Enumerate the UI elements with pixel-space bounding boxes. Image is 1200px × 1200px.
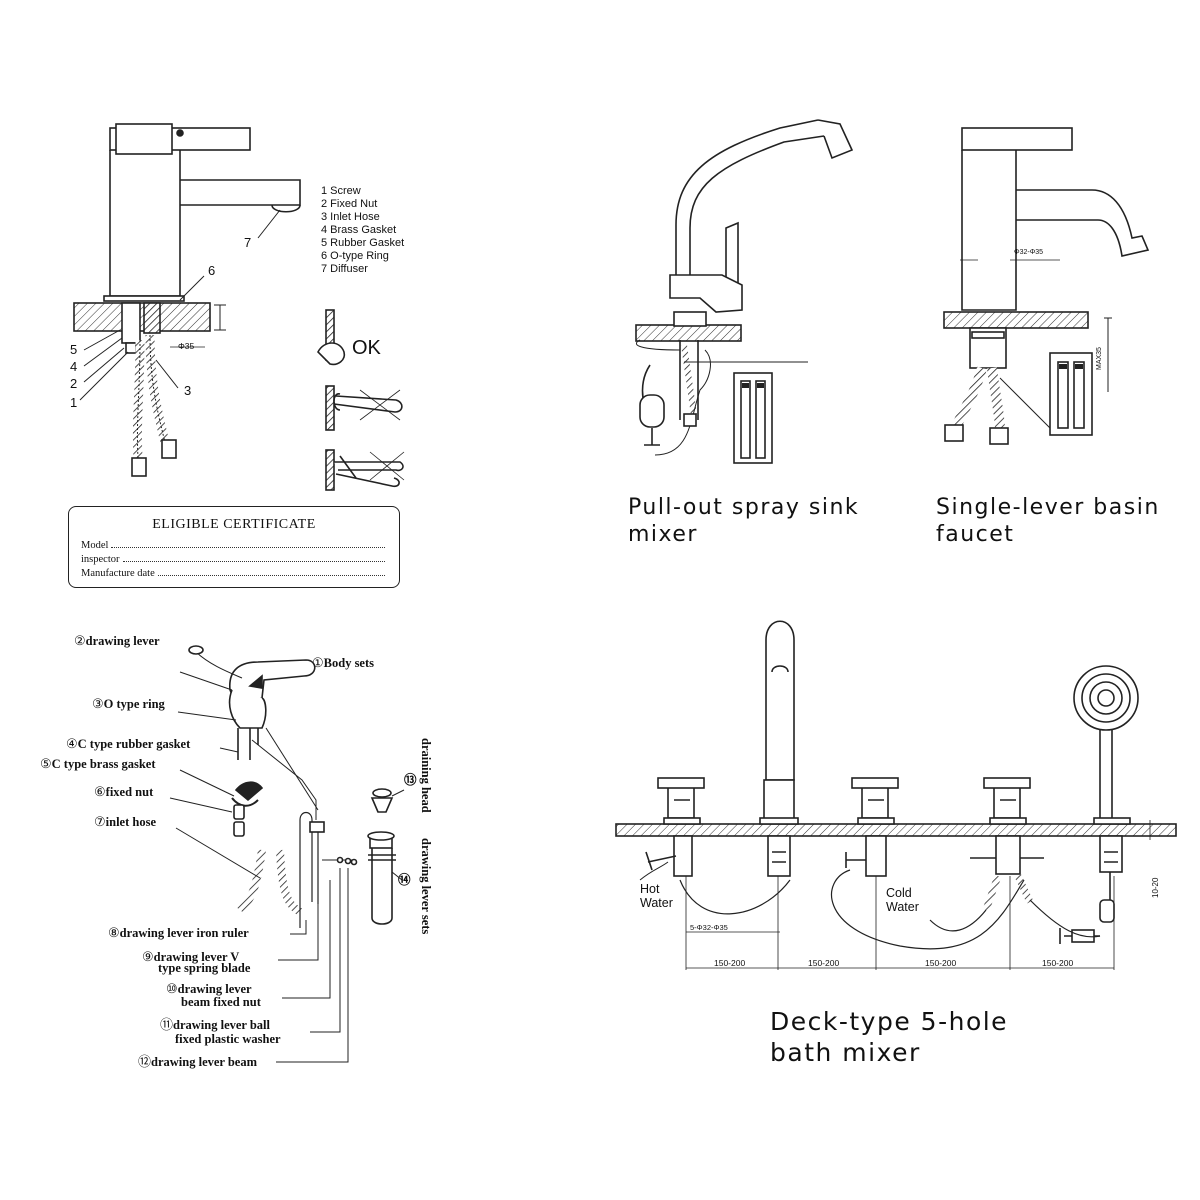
drawing-lever-sets-label: drawing lever sets [419,838,433,935]
parts-list-item: 6 O-type Ring [321,250,389,262]
label-drawing-lever-iron-ruler: ⑧drawing lever iron ruler [108,925,249,940]
label-inlet-hose: ⑦inlet hose [94,814,157,829]
parts-list-item: 7 Diffuser [321,263,368,275]
label-beam-fixed-nut-line2: beam fixed nut [181,995,261,1009]
label-v-type-spring-blade: ⑨drawing lever V [142,949,240,964]
certificate-inspector-label: inspector [81,554,120,565]
certificate-model-label: Model [81,540,109,551]
label-fixed-nut: ⑥fixed nut [94,784,154,799]
parts-list-item: 3 Inlet Hose [321,211,380,223]
pull-out-mixer-caption: Pull-out spray sink mixer [628,495,860,547]
parts-list-item: 5 Rubber Gasket [321,237,405,249]
spacing-dim: 150-200 [925,958,957,968]
label-ball-fixed-washer: ⑪drawing lever ball [160,1017,271,1032]
label-ball-fixed-washer-line2: fixed plastic washer [175,1032,281,1046]
dotted-line [157,568,385,576]
parts-list-item: 1 Screw [321,185,361,197]
bath-mixer-caption: Deck-type 5-hole bath mixer [770,1007,1009,1067]
diameter-label: Φ35 [178,341,195,351]
eligible-certificate: ELIGIBLE CERTIFICATE Model inspector Man… [68,506,400,588]
mark-14: ⑭ [398,873,411,887]
dotted-line [122,554,385,562]
label-drawing-lever-beam: ⑫drawing lever beam [138,1054,258,1069]
callout-5: 5 [70,342,78,357]
parts-list-item: 2 Fixed Nut [321,198,378,210]
spacing-dim: 150-200 [808,958,840,968]
bath-diameter-dim: 5-Φ32-Φ35 [690,923,728,932]
callout-6: 6 [208,263,216,278]
callout-1: 1 [70,395,78,410]
parts-list-item: 4 Brass Gasket [321,224,397,236]
callout-3: 3 [184,383,192,398]
mark-13: ⑬ [404,773,417,787]
label-c-type-brass-gasket: ⑤C type brass gasket [40,756,156,771]
certificate-inspector-row: inspector [81,554,385,565]
certificate-title: ELIGIBLE CERTIFICATE [152,517,316,532]
bath-mixer-drawing [615,620,1177,970]
certificate-date-row: Manufacture date [81,568,385,579]
cold-water-label: Cold Water [886,886,919,914]
hot-water-label: Hot Water [640,882,673,910]
tool-usage-illustrations [317,309,405,491]
callout-2: 2 [70,376,78,391]
label-body-sets: ①Body sets [312,655,375,670]
label-beam-fixed-nut: ⑩drawing lever [166,981,252,996]
label-v-type-spring-blade-line2: type spring blade [158,961,251,975]
exploded-view-drawing [169,645,405,1063]
label-o-type-ring: ③O type ring [92,696,165,711]
label-drawing-lever: ②drawing lever [74,633,160,648]
deck-thickness-dim: 10-20 [1151,877,1160,898]
basin-max-dim: MAX35 [1096,347,1103,370]
callout-7: 7 [244,235,252,250]
certificate-model-row: Model [81,540,385,551]
draining-head-label: draining head [419,738,433,813]
certificate-date-label: Manufacture date [81,568,155,579]
basin-diameter-dim: Φ32-Φ35 [1014,249,1044,256]
single-lever-faucet-drawing [73,123,301,477]
pull-out-mixer-drawing [635,119,854,464]
ok-label: OK [352,337,381,359]
dotted-line [111,540,385,548]
spacing-dim: 150-200 [1042,958,1074,968]
basin-faucet-drawing [943,127,1150,445]
basin-faucet-caption: Single-lever basin faucet [936,495,1160,547]
callout-4: 4 [70,359,78,374]
spacing-dim: 150-200 [714,958,746,968]
label-c-type-rubber-gasket: ④C type rubber gasket [66,736,191,751]
